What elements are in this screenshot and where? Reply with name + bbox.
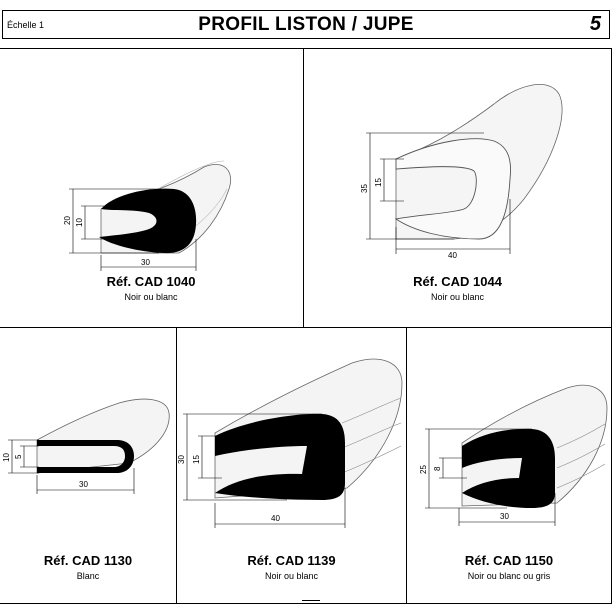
dim-height-inner: 5 [14, 454, 23, 459]
product-colors: Blanc [76, 571, 100, 581]
profile-drawing-cad-1040 [69, 160, 231, 271]
product-card-cad-1139: 30 15 40 Réf. CAD 1139 Noir ou blanc [176, 327, 407, 604]
profile-drawing-cad-1139 [183, 358, 403, 528]
dim-width: 30 [79, 480, 88, 489]
dim-height-outer: 35 [360, 184, 369, 193]
page-edge-mark [302, 600, 320, 601]
profile-drawing-cad-1044 [366, 84, 563, 254]
product-ref: Réf. CAD 1150 [464, 553, 554, 568]
product-card-cad-1044: 35 15 40 Réf. CAD 1044 Noir ou blanc [303, 48, 612, 328]
product-ref: Réf. CAD 1040 [106, 274, 196, 289]
dim-height-outer: 30 [177, 455, 186, 464]
dim-height-outer: 10 [2, 453, 11, 462]
dim-height-inner: 15 [374, 178, 383, 187]
dim-width: 40 [271, 514, 280, 523]
dim-height-inner: 10 [75, 218, 84, 227]
dim-height-inner: 15 [192, 455, 201, 464]
product-colors: Noir ou blanc [124, 292, 178, 302]
profile-drawing-cad-1130 [8, 398, 170, 494]
page-title: PROFIL LISTON / JUPE [198, 14, 414, 35]
page-number: 5 [589, 13, 601, 35]
product-ref: Réf. CAD 1139 [247, 553, 336, 568]
dim-width: 30 [500, 512, 509, 521]
scale-label: Échelle 1 [7, 20, 45, 30]
page-header: Échelle 1 PROFIL LISTON / JUPE 5 [2, 10, 610, 39]
product-ref: Réf. CAD 1044 [413, 274, 502, 289]
product-card-cad-1130: 10 5 30 Réf. CAD 1130 Blanc [0, 327, 178, 604]
product-colors: Noir ou blanc [264, 571, 319, 581]
dim-width: 30 [141, 258, 150, 267]
product-ref: Réf. CAD 1130 [43, 553, 133, 568]
product-colors: Noir ou blanc [430, 292, 485, 302]
product-card-cad-1040: 20 10 30 Réf. CAD 1040 Noir ou blanc [0, 48, 304, 328]
dim-height-outer: 20 [63, 216, 72, 225]
dim-height-inner: 8 [433, 466, 442, 471]
profile-drawing-cad-1150 [425, 384, 608, 526]
product-colors: Noir ou blanc ou gris [467, 571, 551, 581]
dim-height-outer: 25 [419, 465, 428, 474]
dim-width: 40 [448, 251, 457, 260]
product-card-cad-1150: 25 8 30 Réf. CAD 1150 Noir ou blanc ou g… [406, 327, 612, 604]
